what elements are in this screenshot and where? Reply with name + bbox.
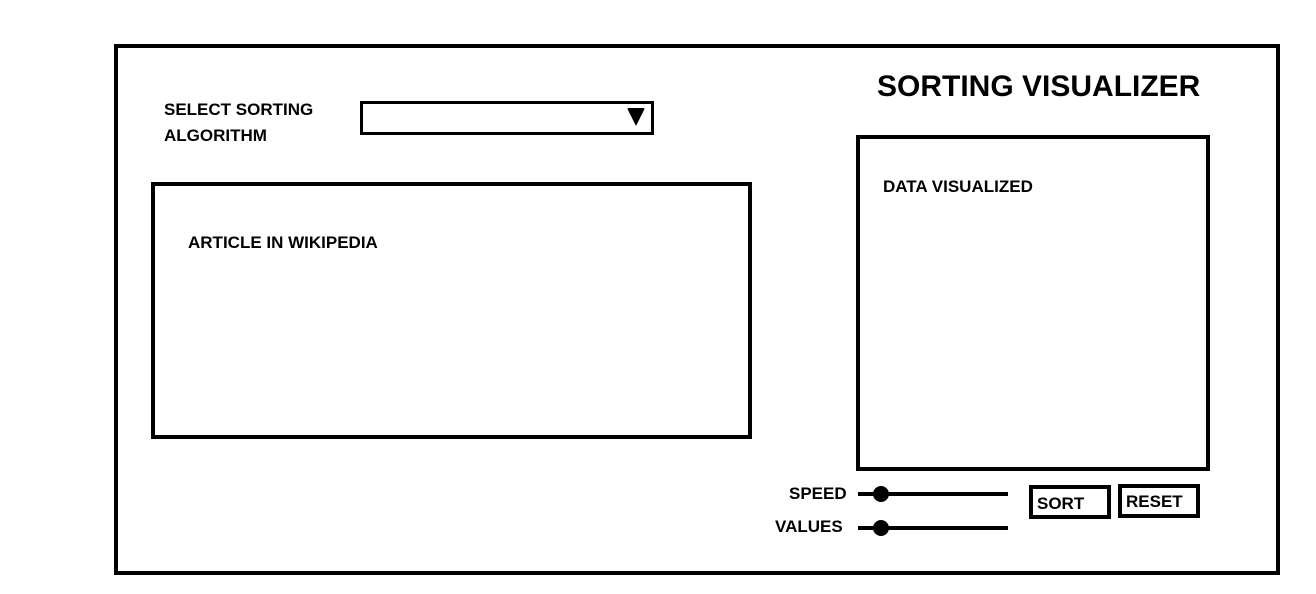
data-visualization-label: DATA VISUALIZED (883, 177, 1033, 196)
values-slider-track[interactable] (858, 526, 1008, 530)
wikipedia-article-panel (151, 182, 752, 439)
app-window (114, 44, 1280, 575)
wikipedia-article-label: ARTICLE IN WIKIPEDIA (188, 233, 378, 252)
chevron-down-icon[interactable] (627, 108, 645, 126)
algorithm-select-dropdown[interactable] (360, 101, 654, 135)
values-label: VALUES (775, 517, 843, 536)
values-slider-thumb[interactable] (873, 520, 889, 536)
algorithm-select-label: SELECT SORTING ALGORITHM (164, 100, 314, 145)
values-slider[interactable] (858, 518, 1008, 538)
values-slider-fill (858, 526, 881, 530)
speed-slider-thumb[interactable] (873, 486, 889, 502)
speed-slider-track[interactable] (858, 492, 1008, 496)
speed-slider-fill (858, 492, 881, 496)
page-title: SORTING VISUALIZER (877, 70, 1201, 103)
reset-button[interactable]: RESET (1118, 484, 1200, 518)
sort-button[interactable]: SORT (1029, 485, 1111, 519)
speed-label: SPEED (789, 484, 847, 503)
data-visualization-panel (856, 135, 1210, 471)
speed-slider[interactable] (858, 484, 1008, 504)
